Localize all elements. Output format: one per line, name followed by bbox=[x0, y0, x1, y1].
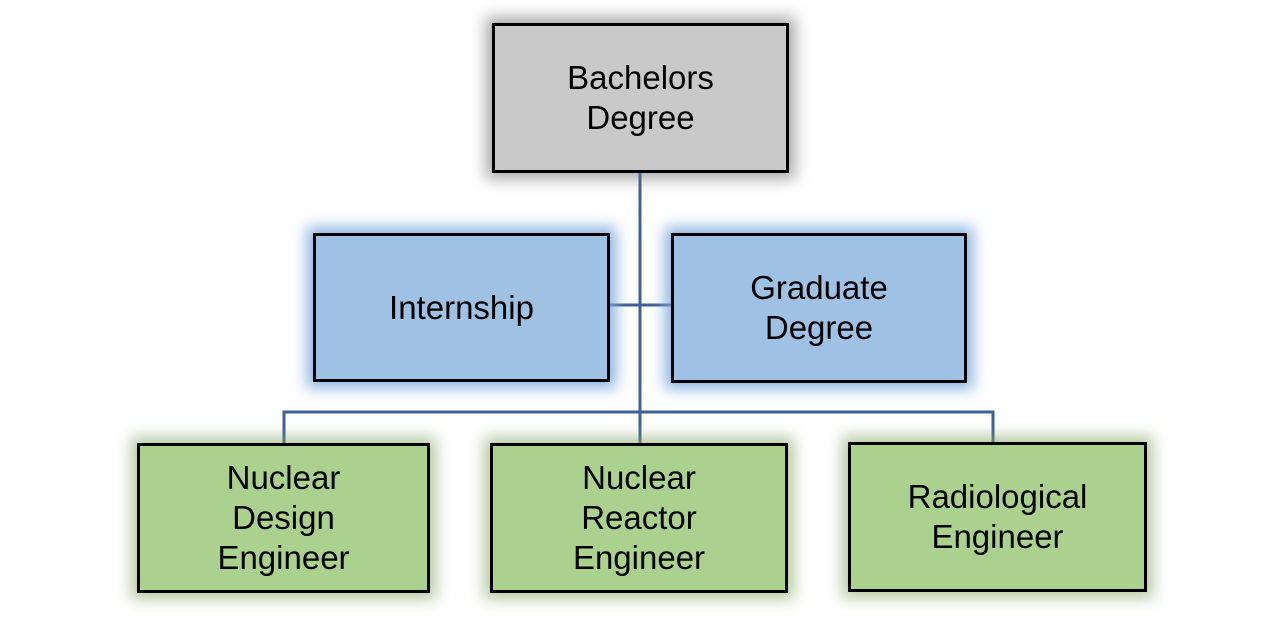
node-internship: Internship bbox=[313, 233, 610, 382]
node-radiological-engineer: Radiological Engineer bbox=[848, 442, 1147, 592]
node-graduate-degree-label: Graduate Degree bbox=[750, 269, 888, 346]
node-nuclear-design-engineer: Nuclear Design Engineer bbox=[137, 443, 430, 593]
connector-group bbox=[282, 173, 995, 443]
node-nuclear-design-engineer-label: Nuclear Design Engineer bbox=[217, 459, 350, 576]
node-bachelors-degree-label: Bachelors Degree bbox=[567, 59, 714, 136]
node-bachelors-degree: Bachelors Degree bbox=[492, 23, 789, 173]
node-internship-label: Internship bbox=[389, 288, 534, 326]
branch-line bbox=[282, 410, 995, 443]
node-graduate-degree: Graduate Degree bbox=[671, 233, 967, 383]
node-nuclear-reactor-engineer: Nuclear Reactor Engineer bbox=[490, 443, 788, 593]
node-radiological-engineer-label: Radiological Engineer bbox=[907, 478, 1088, 555]
node-nuclear-reactor-engineer-label: Nuclear Reactor Engineer bbox=[572, 459, 706, 576]
